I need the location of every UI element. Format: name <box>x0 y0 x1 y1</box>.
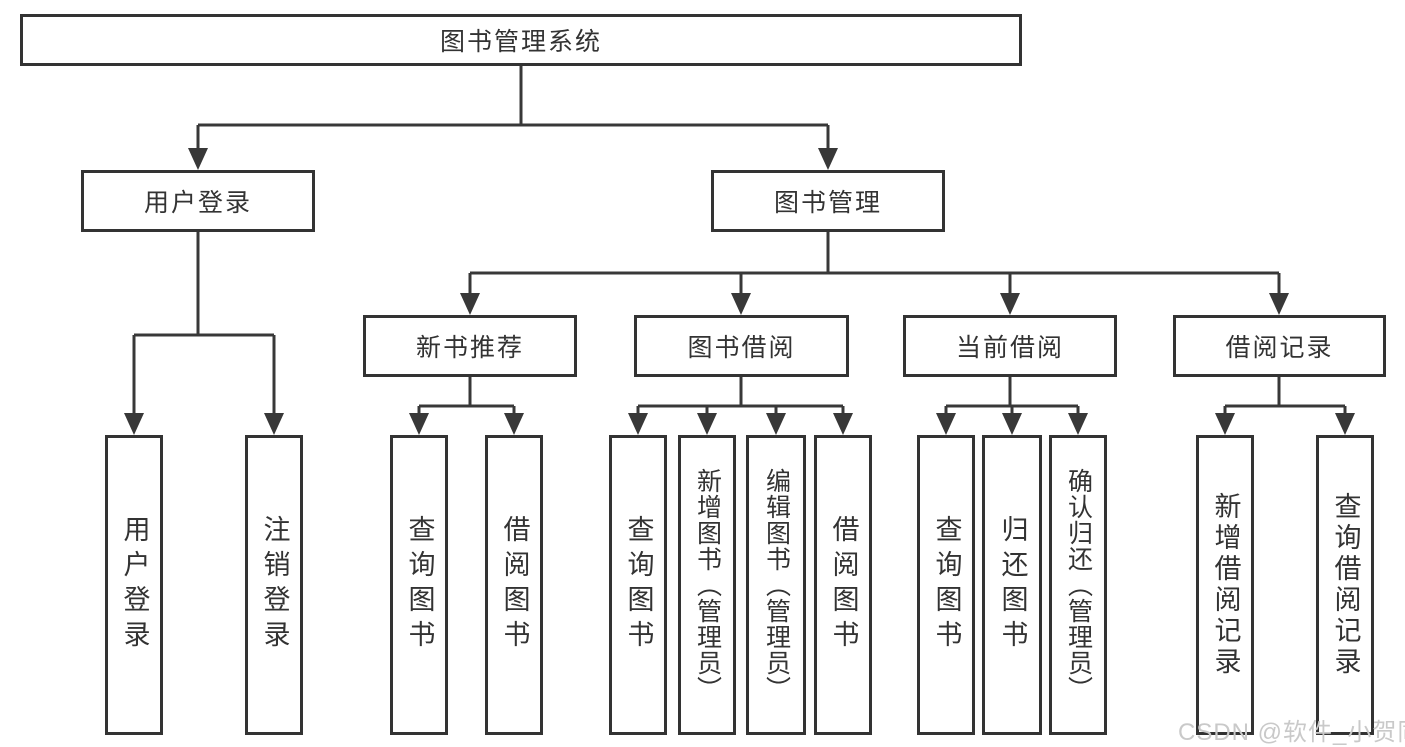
leaf-borrow-books-recommend: 借阅图书 <box>485 435 543 735</box>
leaf-add-book-admin: 新增图书（管理员） <box>678 435 736 735</box>
arrow-down-icon <box>1068 413 1088 435</box>
node-label: 新书推荐 <box>415 334 524 362</box>
arrow-down-icon <box>1269 293 1289 315</box>
leaf-label: 查询图书 <box>931 515 962 655</box>
leaf-query-books-current: 查询图书 <box>917 435 975 735</box>
arrow-down-icon <box>1000 293 1020 315</box>
leaf-user-login: 用户登录 <box>105 435 163 735</box>
arrow-down-icon <box>264 413 284 435</box>
connector-line <box>132 232 276 418</box>
connector-line <box>468 232 1281 297</box>
leaf-confirm-return-admin: 确认归还（管理员） <box>1049 435 1107 735</box>
node-label: 图书管理系统 <box>439 28 602 56</box>
leaf-label: 查询借阅记录 <box>1330 492 1361 678</box>
node-current-borrowing: 当前借阅 <box>903 315 1117 377</box>
leaf-label: 查询图书 <box>404 515 435 655</box>
arrow-down-icon <box>697 413 717 435</box>
leaf-edit-book-admin: 编辑图书（管理员） <box>746 435 806 735</box>
connector-line <box>1223 377 1347 420</box>
leaf-label: 归还图书 <box>997 515 1028 655</box>
node-label: 图书管理 <box>773 189 882 217</box>
node-new-book-recommendation: 新书推荐 <box>363 315 577 377</box>
node-book-borrowing: 图书借阅 <box>634 315 849 377</box>
leaf-label: 新增图书（管理员） <box>693 468 722 702</box>
connector-line <box>196 66 830 152</box>
arrow-down-icon <box>409 413 429 435</box>
leaf-label: 查询图书 <box>623 515 654 655</box>
node-book-management: 图书管理 <box>711 170 945 232</box>
leaf-return-books: 归还图书 <box>982 435 1042 735</box>
arrow-down-icon <box>818 148 838 170</box>
arrow-down-icon <box>833 413 853 435</box>
arrow-down-icon <box>1002 413 1022 435</box>
leaf-label: 新增借阅记录 <box>1210 492 1241 678</box>
connector-line <box>417 377 516 420</box>
arrow-down-icon <box>188 148 208 170</box>
leaf-label: 编辑图书（管理员） <box>762 468 791 702</box>
leaf-borrow-books-borrowing: 借阅图书 <box>814 435 872 735</box>
leaf-label: 注销登录 <box>259 515 290 655</box>
arrow-down-icon <box>1335 413 1355 435</box>
arrow-down-icon <box>936 413 956 435</box>
node-borrowing-records: 借阅记录 <box>1173 315 1386 377</box>
watermark: CSDN @软件_小贺同学 <box>1178 719 1405 746</box>
arrow-down-icon <box>731 293 751 315</box>
leaf-query-books-recommend: 查询图书 <box>390 435 448 735</box>
leaf-query-books-borrowing: 查询图书 <box>609 435 667 735</box>
arrow-down-icon <box>460 293 480 315</box>
leaf-label: 用户登录 <box>119 515 150 655</box>
node-label: 图书借阅 <box>687 334 796 362</box>
connector-line <box>944 377 1080 420</box>
node-label: 当前借阅 <box>955 334 1064 362</box>
leaf-label: 确认归还（管理员） <box>1064 468 1093 702</box>
leaf-logout: 注销登录 <box>245 435 303 735</box>
connector-line <box>636 377 845 420</box>
node-user-login: 用户登录 <box>81 170 315 232</box>
leaf-label: 借阅图书 <box>828 515 859 655</box>
leaf-add-borrow-record: 新增借阅记录 <box>1196 435 1254 735</box>
leaf-label: 借阅图书 <box>499 515 530 655</box>
arrow-down-icon <box>628 413 648 435</box>
node-library-management-system: 图书管理系统 <box>20 14 1022 66</box>
arrow-down-icon <box>766 413 786 435</box>
node-label: 用户登录 <box>143 189 252 217</box>
leaf-query-borrow-record: 查询借阅记录 <box>1316 435 1374 735</box>
arrow-down-icon <box>504 413 524 435</box>
arrow-down-icon <box>124 413 144 435</box>
arrow-down-icon <box>1215 413 1235 435</box>
node-label: 借阅记录 <box>1225 334 1334 362</box>
